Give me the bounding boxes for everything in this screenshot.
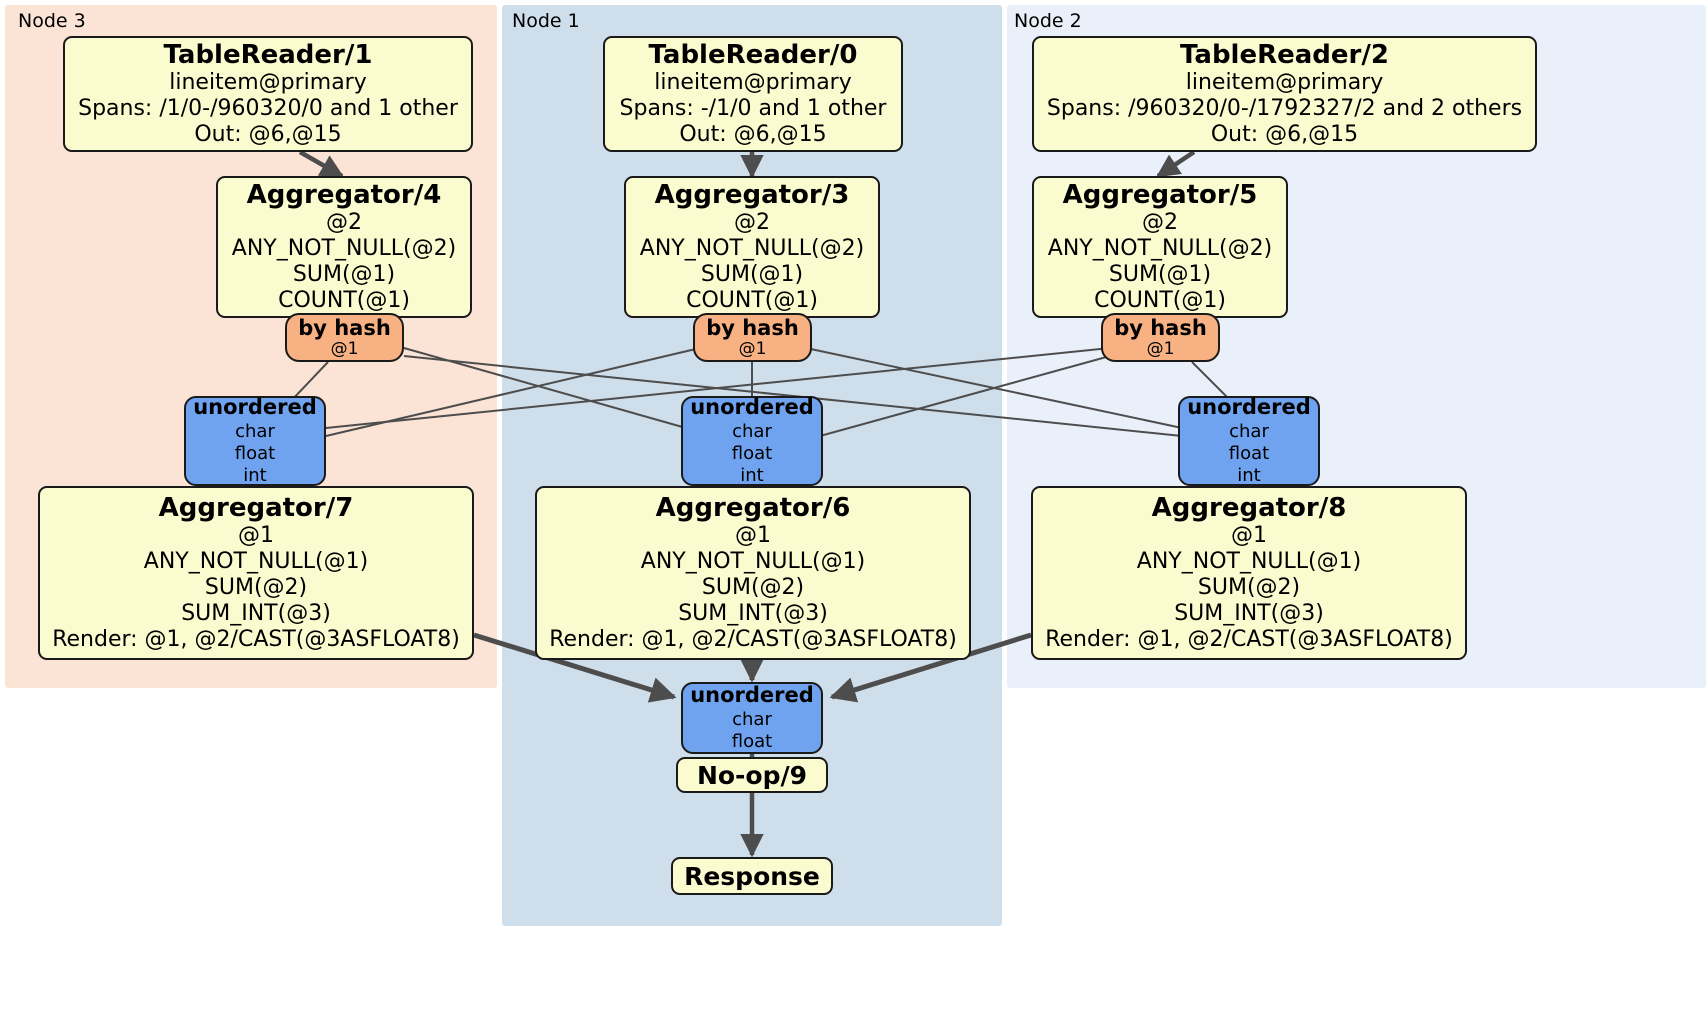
processor-title: Response — [684, 861, 820, 891]
synchronizer-unordered-node-1[interactable]: unordered char float int — [681, 395, 823, 486]
processor-detail: ANY_NOT_NULL(@1) — [143, 549, 369, 575]
router-by-hash-node-1[interactable]: by hash @1 — [693, 313, 812, 362]
processor-detail: Out: @6,@15 — [1210, 122, 1359, 148]
processor-detail: ANY_NOT_NULL(@1) — [640, 549, 866, 575]
processor-aggregator-4[interactable]: Aggregator/4 @2 ANY_NOT_NULL(@2) SUM(@1)… — [216, 176, 472, 318]
processor-detail: Render: @1, @2/CAST(@3ASFLOAT8) — [1045, 627, 1453, 652]
processor-detail: COUNT(@1) — [278, 288, 410, 314]
synchronizer-type: float — [731, 730, 773, 752]
synchronizer-title: unordered — [1187, 395, 1311, 420]
processor-detail: ANY_NOT_NULL(@2) — [639, 236, 865, 262]
processor-aggregator-6[interactable]: Aggregator/6 @1 ANY_NOT_NULL(@1) SUM(@2)… — [535, 486, 971, 660]
router-by-hash-node-3[interactable]: by hash @1 — [285, 313, 404, 362]
router-detail: @1 — [330, 338, 359, 359]
processor-title: TableReader/1 — [163, 40, 373, 70]
processor-detail: SUM_INT(@3) — [1174, 601, 1324, 627]
processor-detail: Render: @1, @2/CAST(@3ASFLOAT8) — [549, 627, 957, 652]
processor-no-op-9[interactable]: No-op/9 — [676, 757, 828, 793]
processor-detail: COUNT(@1) — [686, 288, 818, 314]
processor-title: No-op/9 — [696, 760, 808, 790]
processor-detail: lineitem@primary — [169, 70, 367, 96]
processor-title: Aggregator/4 — [246, 180, 442, 211]
processor-detail: Spans: -/1/0 and 1 other — [619, 96, 887, 122]
panel-label-node-3: Node 3 — [18, 10, 86, 32]
processor-detail: SUM(@1) — [1108, 262, 1212, 288]
processor-table-reader-2[interactable]: TableReader/2 lineitem@primary Spans: /9… — [1032, 36, 1537, 152]
synchronizer-type: int — [243, 464, 267, 486]
synchronizer-type: float — [731, 442, 773, 464]
processor-detail: SUM(@2) — [204, 575, 308, 601]
synchronizer-type: char — [235, 420, 275, 442]
synchronizer-type: char — [732, 708, 772, 730]
router-detail: @1 — [738, 338, 767, 359]
panel-label-node-2: Node 2 — [1014, 10, 1082, 32]
router-by-hash-node-2[interactable]: by hash @1 — [1101, 313, 1220, 362]
synchronizer-title: unordered — [690, 683, 814, 708]
processor-response[interactable]: Response — [671, 857, 833, 895]
processor-detail: Out: @6,@15 — [679, 122, 827, 148]
processor-detail: lineitem@primary — [1185, 70, 1384, 96]
processor-detail: @1 — [238, 523, 274, 549]
processor-aggregator-3[interactable]: Aggregator/3 @2 ANY_NOT_NULL(@2) SUM(@1)… — [624, 176, 880, 318]
processor-detail: ANY_NOT_NULL(@2) — [1047, 236, 1273, 262]
router-detail: @1 — [1146, 338, 1175, 359]
processor-title: Aggregator/6 — [655, 493, 851, 524]
processor-aggregator-7[interactable]: Aggregator/7 @1 ANY_NOT_NULL(@1) SUM(@2)… — [38, 486, 474, 660]
panel-label-node-1: Node 1 — [512, 10, 580, 32]
processor-detail: SUM_INT(@3) — [181, 601, 331, 627]
processor-detail: Render: @1, @2/CAST(@3ASFLOAT8) — [52, 627, 460, 652]
processor-aggregator-8[interactable]: Aggregator/8 @1 ANY_NOT_NULL(@1) SUM(@2)… — [1031, 486, 1467, 660]
synchronizer-type: float — [1228, 442, 1270, 464]
processor-title: TableReader/0 — [648, 40, 858, 70]
processor-detail: Out: @6,@15 — [194, 122, 342, 148]
synchronizer-unordered-final[interactable]: unordered char float — [681, 682, 823, 754]
processor-table-reader-1[interactable]: TableReader/1 lineitem@primary Spans: /1… — [63, 36, 473, 152]
synchronizer-title: unordered — [193, 395, 317, 420]
synchronizer-unordered-node-3[interactable]: unordered char float int — [184, 395, 326, 486]
processor-title: Aggregator/7 — [158, 493, 354, 524]
processor-title: Aggregator/5 — [1062, 180, 1258, 211]
processor-detail: COUNT(@1) — [1094, 288, 1226, 314]
synchronizer-type: int — [740, 464, 764, 486]
router-title: by hash — [298, 315, 391, 340]
processor-detail: SUM_INT(@3) — [678, 601, 828, 627]
processor-aggregator-5[interactable]: Aggregator/5 @2 ANY_NOT_NULL(@2) SUM(@1)… — [1032, 176, 1288, 318]
processor-detail: @2 — [1142, 210, 1178, 236]
synchronizer-type: char — [732, 420, 772, 442]
router-title: by hash — [706, 315, 799, 340]
processor-detail: @2 — [326, 210, 362, 236]
processor-detail: ANY_NOT_NULL(@1) — [1136, 549, 1362, 575]
processor-detail: Spans: /960320/0-/1792327/2 and 2 others — [1046, 96, 1523, 122]
processor-table-reader-0[interactable]: TableReader/0 lineitem@primary Spans: -/… — [603, 36, 903, 152]
synchronizer-type: char — [1229, 420, 1269, 442]
processor-title: TableReader/2 — [1180, 40, 1389, 70]
processor-title: Aggregator/8 — [1151, 493, 1347, 524]
processor-detail: @1 — [1231, 523, 1267, 549]
processor-detail: SUM(@2) — [1197, 575, 1301, 601]
processor-title: Aggregator/3 — [654, 180, 850, 211]
processor-detail: @1 — [735, 523, 771, 549]
synchronizer-title: unordered — [690, 395, 814, 420]
processor-detail: lineitem@primary — [654, 70, 852, 96]
synchronizer-type: float — [234, 442, 276, 464]
processor-detail: ANY_NOT_NULL(@2) — [231, 236, 457, 262]
synchronizer-type: int — [1237, 464, 1261, 486]
synchronizer-unordered-node-2[interactable]: unordered char float int — [1178, 395, 1320, 486]
processor-detail: SUM(@1) — [292, 262, 396, 288]
processor-detail: SUM(@2) — [701, 575, 805, 601]
processor-detail: @2 — [734, 210, 770, 236]
router-title: by hash — [1114, 315, 1207, 340]
processor-detail: SUM(@1) — [700, 262, 804, 288]
processor-detail: Spans: /1/0-/960320/0 and 1 other — [78, 96, 458, 122]
